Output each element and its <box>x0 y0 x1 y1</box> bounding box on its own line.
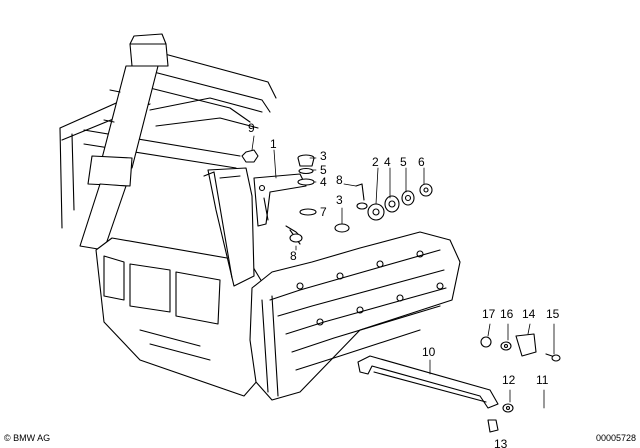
part-label-11: 11 <box>536 373 549 387</box>
mount-hardware <box>334 183 433 233</box>
part-label-2: 2 <box>372 155 379 169</box>
part-label-7: 7 <box>320 205 327 219</box>
engine-block <box>95 167 263 397</box>
part-label-15: 15 <box>546 307 560 321</box>
part-label-6: 6 <box>418 155 425 169</box>
part-label-9: 9 <box>248 121 255 135</box>
part-label-8-upper: 8 <box>336 173 343 187</box>
valve-cover <box>249 231 461 401</box>
part-label-4-upper: 4 <box>320 175 327 189</box>
part-label-13: 13 <box>494 437 508 448</box>
part-label-14: 14 <box>522 307 536 321</box>
support-rail <box>357 355 499 409</box>
part-label-8-lower: 8 <box>290 249 297 263</box>
shock-absorber <box>79 33 169 251</box>
copyright-notice: © BMW AG <box>4 433 51 443</box>
part-label-5-lower: 5 <box>400 155 407 169</box>
part-label-12: 12 <box>502 373 516 387</box>
part-label-5-upper: 5 <box>320 163 327 177</box>
image-code: 00005728 <box>595 433 636 443</box>
small-hardware <box>480 333 561 433</box>
leader-lines <box>251 135 555 409</box>
part-label-1: 1 <box>270 137 277 151</box>
nut <box>241 149 259 163</box>
part-label-4-lower: 4 <box>384 155 391 169</box>
part-label-3-lower: 3 <box>336 193 343 207</box>
bracket <box>253 173 307 227</box>
part-labels: 1 2 3 3 4 4 5 5 6 7 8 8 9 10 11 12 13 14… <box>248 121 560 448</box>
part-label-17: 17 <box>482 307 496 321</box>
part-label-3-upper: 3 <box>320 149 327 163</box>
bolt <box>285 225 303 245</box>
part-label-10: 10 <box>422 345 436 359</box>
part-label-16: 16 <box>500 307 514 321</box>
rubber-mount-stack <box>297 154 317 216</box>
